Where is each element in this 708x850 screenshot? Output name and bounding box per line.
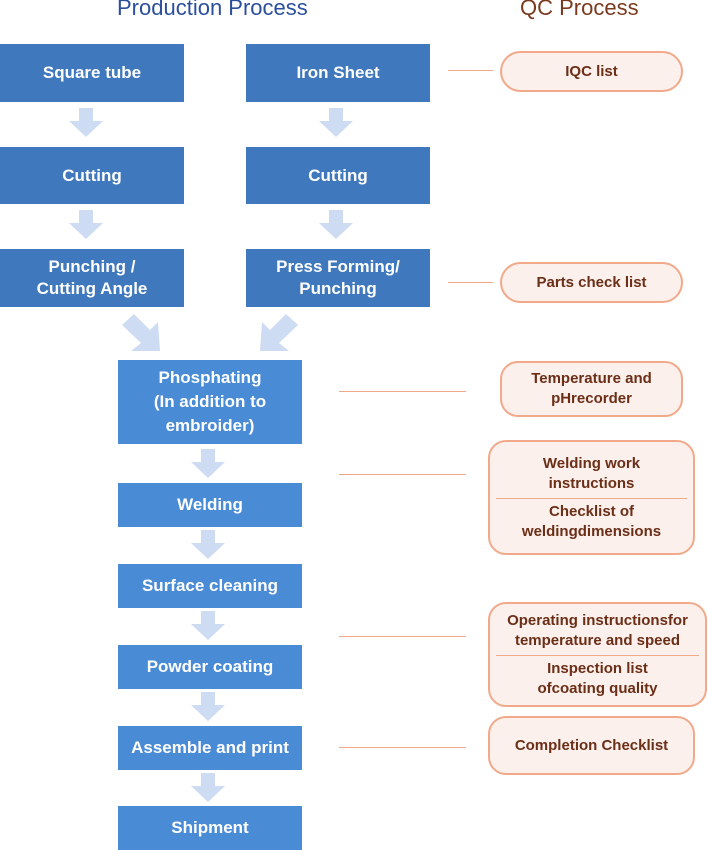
step-label: Surface cleaning	[141, 576, 279, 595]
qc-completion-checklist: Completion Checklist	[488, 716, 695, 775]
down-arrow-icon	[191, 449, 225, 478]
production-process-title: Production Process	[117, 0, 308, 20]
qc-item-label: IQC list	[565, 62, 618, 80]
step-punching-cutting-angle: Punching / Cutting Angle	[0, 249, 184, 307]
step-label: Cutting	[308, 165, 368, 185]
down-arrow-icon	[319, 210, 353, 239]
step-cutting-left: Cutting	[0, 147, 184, 204]
connector-line	[339, 747, 466, 748]
qc-parts-check-list: Parts check list	[500, 262, 683, 303]
step-label: Press Forming/ Punching	[276, 257, 400, 298]
step-label: Powder coating	[146, 657, 274, 676]
step-assemble-print: Assemble and print	[118, 726, 302, 770]
step-label: Punching / Cutting Angle	[36, 257, 148, 298]
step-label: Square tube	[42, 63, 142, 82]
qc-welding: Welding work instructions Checklist of w…	[488, 440, 695, 555]
connector-line	[339, 391, 466, 392]
step-label: Phosphating (In addition to embroider)	[153, 368, 267, 435]
connector-line	[339, 474, 466, 475]
qc-item-label: Parts check list	[536, 273, 647, 291]
step-shipment: Shipment	[118, 806, 302, 850]
down-arrow-icon	[191, 773, 225, 802]
qc-powder-coating: Operating instructionsfor temperature an…	[488, 602, 707, 707]
qc-process-title: QC Process	[520, 0, 639, 20]
connector-line	[448, 282, 493, 283]
diagonal-arrow-down-right-icon	[122, 314, 160, 351]
qc-temperature-ph-recorder: Temperature and pHrecorder	[500, 361, 683, 417]
step-square-tube: Square tube	[0, 44, 184, 102]
qc-divider	[496, 654, 699, 656]
down-arrow-icon	[191, 611, 225, 640]
qc-item-label: Operating instructionsfor temperature an…	[507, 611, 688, 649]
down-arrow-icon	[319, 108, 353, 137]
down-arrow-icon	[69, 210, 103, 239]
down-arrow-icon	[191, 692, 225, 721]
down-arrow-icon	[191, 530, 225, 559]
step-surface-cleaning: Surface cleaning	[118, 564, 302, 608]
step-label: Assemble and print	[131, 738, 289, 757]
qc-item-label: Completion Checklist	[514, 736, 669, 754]
connector-line	[339, 636, 466, 637]
step-press-forming-punching: Press Forming/ Punching	[246, 249, 430, 307]
connector-line	[448, 70, 493, 71]
diagonal-arrow-down-left-icon	[260, 314, 298, 351]
step-label: Cutting	[62, 165, 122, 185]
step-cutting-right: Cutting	[246, 147, 430, 204]
step-welding: Welding	[118, 483, 302, 527]
step-label: Iron Sheet	[296, 63, 380, 82]
qc-divider	[496, 497, 687, 499]
qc-item-label: Checklist of weldingdimensions	[521, 502, 662, 540]
step-label: Welding	[177, 495, 243, 514]
qc-item-label: Inspection list ofcoating quality	[537, 659, 658, 697]
qc-item-label: Temperature and pHrecorder	[531, 370, 652, 407]
step-phosphating: Phosphating (In addition to embroider)	[118, 360, 302, 444]
step-powder-coating: Powder coating	[118, 645, 302, 689]
step-label: Shipment	[171, 818, 249, 837]
qc-item-label: Welding work instructions	[542, 454, 641, 492]
step-iron-sheet: Iron Sheet	[246, 44, 430, 102]
qc-iqc-list: IQC list	[500, 51, 683, 92]
down-arrow-icon	[69, 108, 103, 137]
